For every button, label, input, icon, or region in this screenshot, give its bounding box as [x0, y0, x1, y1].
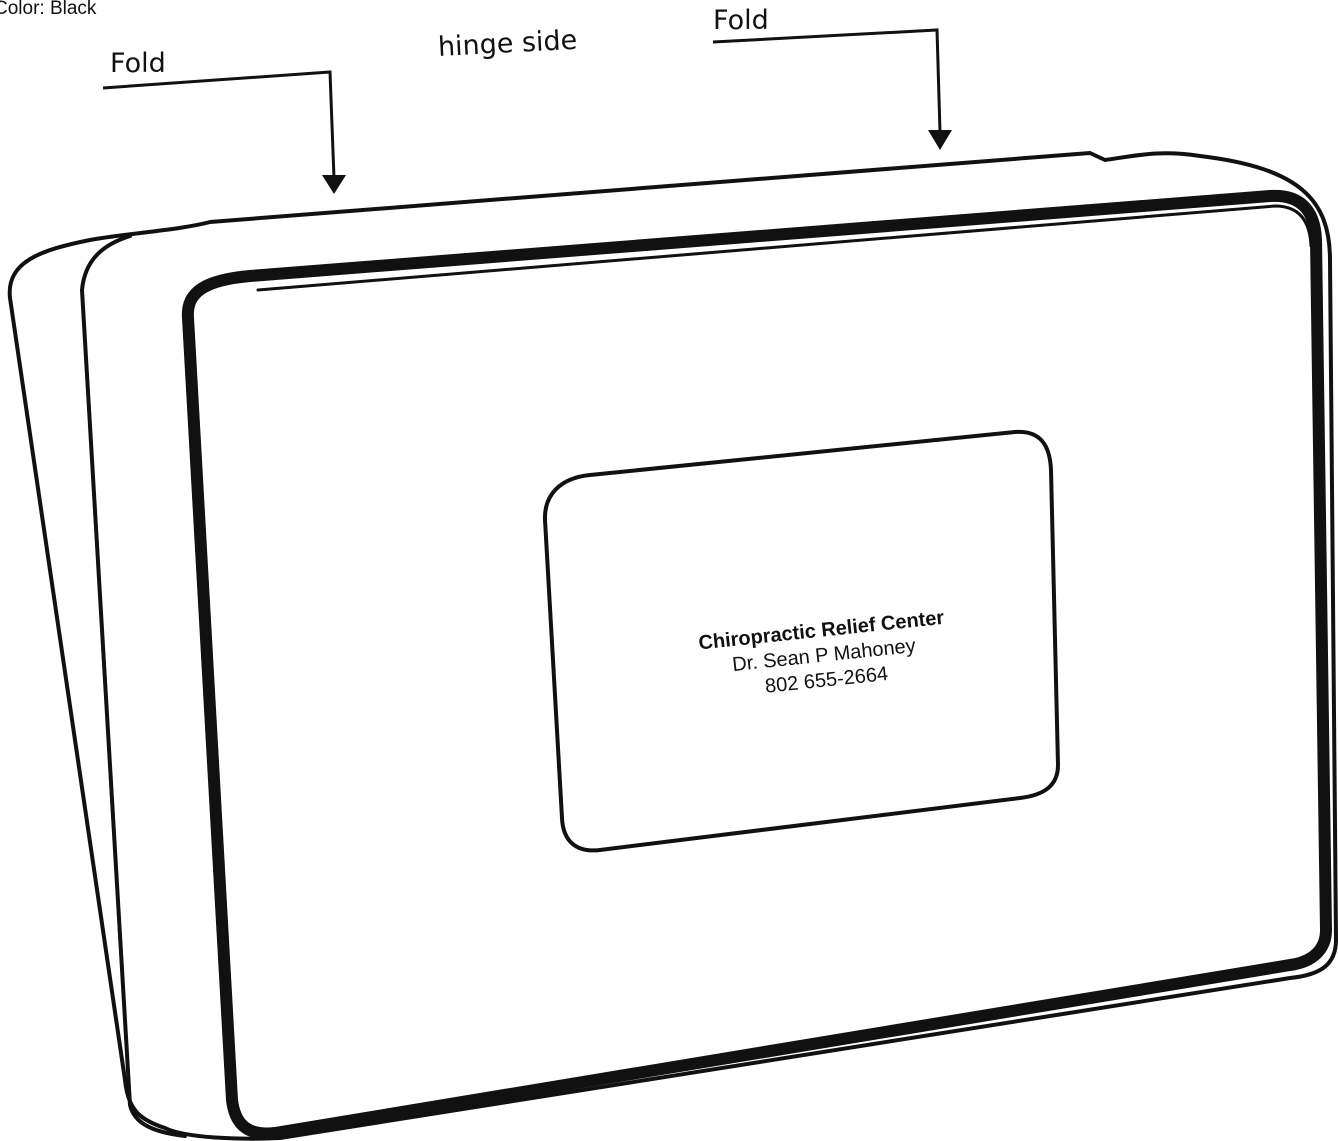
box-front-panel-inner: [256, 204, 1313, 292]
fold-right-label: Fold: [713, 5, 769, 36]
box-outer-outline: [7, 151, 1338, 1141]
box-hinge-layer: [79, 234, 187, 1138]
fold-left-label: Fold: [110, 48, 166, 79]
color-note: Color: Black: [0, 0, 97, 19]
fold-right-arrowhead: [928, 130, 952, 150]
fold-left-arrowhead: [322, 175, 346, 194]
fold-left-leader: [102, 70, 336, 179]
label-window: [542, 429, 1060, 853]
box-front-panel: [181, 189, 1332, 1140]
fold-right-leader: [712, 28, 942, 133]
